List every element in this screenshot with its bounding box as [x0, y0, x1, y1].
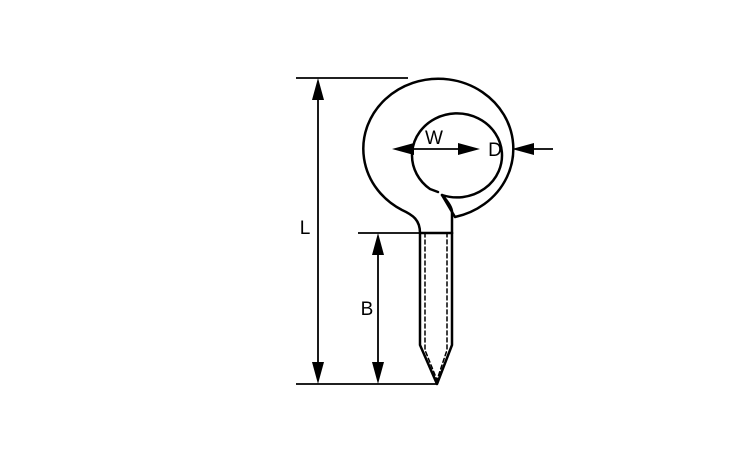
thread-length-arrow-bottom	[372, 362, 384, 384]
wire-diameter-label: D	[488, 140, 502, 161]
eye-outer-outline	[362, 77, 515, 235]
length-arrow-bottom	[312, 362, 324, 384]
thread-root-dashed	[424, 232, 448, 381]
wire-diameter-arrow	[512, 143, 534, 155]
dimension-arrowheads	[312, 78, 534, 384]
eye-width-arrow-right	[458, 143, 480, 155]
thread-length-label: B	[361, 299, 374, 320]
dimension-labels: L B W D	[300, 128, 502, 320]
eye-screw-drawing	[362, 77, 515, 386]
eye-width-arrow-left	[392, 143, 414, 155]
length-arrow-top	[312, 78, 324, 100]
thread-length-arrow-top	[372, 233, 384, 255]
eye-width-label: W	[425, 128, 443, 149]
length-label: L	[300, 218, 311, 239]
